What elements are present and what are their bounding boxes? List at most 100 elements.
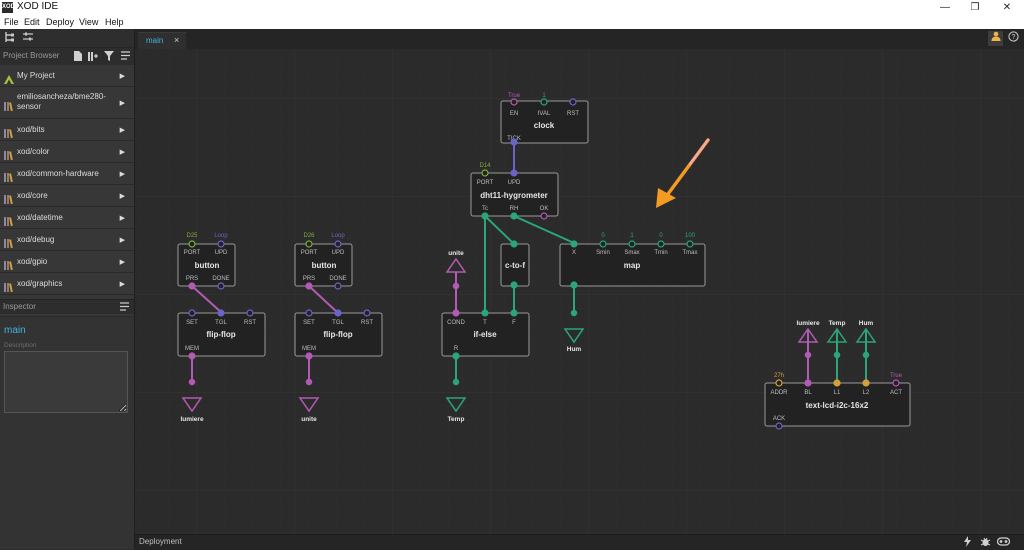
pin[interactable] [188, 309, 196, 317]
pin-value[interactable]: D25 [186, 233, 198, 239]
pin[interactable] [599, 240, 607, 248]
panel-menu-icon[interactable] [120, 51, 130, 61]
link-button2-to-flipflop2[interactable] [308, 285, 339, 314]
pin-value[interactable]: D26 [303, 233, 315, 239]
description-field[interactable] [4, 351, 128, 413]
menu-file[interactable]: File [4, 17, 19, 27]
pin-value[interactable]: True [890, 373, 903, 379]
pin[interactable] [862, 379, 870, 387]
pin[interactable] [510, 212, 518, 220]
chevron-right-icon[interactable]: ▶ [119, 72, 125, 80]
menu-deploy[interactable]: Deploy [46, 17, 75, 27]
pin[interactable] [833, 379, 841, 387]
filter-icon[interactable] [104, 51, 114, 61]
output-terminal-temp[interactable] [445, 397, 467, 413]
project-browser-item[interactable]: xod/color▶ [0, 141, 134, 163]
pin[interactable] [188, 352, 196, 360]
pin[interactable] [188, 240, 196, 248]
project-browser-item[interactable]: xod/graphics▶ [0, 273, 134, 295]
pin[interactable] [540, 212, 548, 220]
debug-bug-icon[interactable] [980, 536, 991, 549]
pin[interactable] [334, 309, 342, 317]
close-window-button[interactable]: ✕ [1002, 2, 1012, 13]
upload-bolt-icon[interactable] [963, 536, 972, 549]
pin[interactable] [481, 212, 489, 220]
pin[interactable] [188, 282, 196, 290]
project-browser-item[interactable]: xod/datetime▶ [0, 207, 134, 229]
terminal-pin[interactable] [862, 351, 870, 359]
output-terminal-unite[interactable] [298, 397, 320, 413]
inspector-menu-icon[interactable] [120, 302, 129, 313]
link-dht-rh-to-map-x[interactable] [513, 215, 575, 244]
output-terminal-hum[interactable] [563, 328, 585, 344]
terminal-pin[interactable] [305, 378, 313, 386]
node-button-1[interactable] [177, 243, 236, 287]
pin[interactable] [510, 309, 518, 317]
pin[interactable] [305, 282, 313, 290]
pin-value[interactable]: D14 [479, 163, 491, 169]
pin[interactable] [217, 309, 225, 317]
pin[interactable] [569, 98, 577, 106]
pin[interactable] [570, 240, 578, 248]
node-button-2[interactable] [294, 243, 353, 287]
terminal-pin[interactable] [188, 378, 196, 386]
link-button1-to-flipflop1[interactable] [191, 285, 223, 314]
pin[interactable] [481, 169, 489, 177]
terminal-pin[interactable] [570, 309, 578, 317]
pin-value[interactable]: Loop [331, 233, 345, 239]
pin[interactable] [510, 240, 518, 248]
terminal-pin[interactable] [452, 282, 460, 290]
terminal-pin[interactable] [804, 351, 812, 359]
link-dht-tc-to-ctof[interactable] [484, 215, 515, 245]
pin[interactable] [481, 309, 489, 317]
pin[interactable] [452, 352, 460, 360]
pin[interactable] [305, 240, 313, 248]
project-browser-item[interactable]: xod/gpio▶ [0, 251, 134, 273]
project-tree-icon[interactable] [3, 31, 17, 45]
input-terminal-unite[interactable] [445, 257, 467, 273]
user-account-icon[interactable] [988, 31, 1003, 46]
chevron-right-icon[interactable]: ▶ [119, 192, 125, 200]
pin[interactable] [804, 379, 812, 387]
pin[interactable] [775, 379, 783, 387]
project-browser-item[interactable]: emiliosancheza/bme280-sensor▶ [0, 87, 134, 119]
pin-value[interactable]: 1 [542, 93, 546, 99]
pin-value[interactable]: 1 [630, 233, 634, 239]
pin[interactable] [452, 309, 460, 317]
project-browser-item[interactable]: xod/bits▶ [0, 119, 134, 141]
menu-help[interactable]: Help [105, 17, 124, 27]
pin[interactable] [892, 379, 900, 387]
minimize-button[interactable]: — [940, 2, 950, 13]
chevron-right-icon[interactable]: ▶ [119, 236, 125, 244]
settings-sliders-icon[interactable] [21, 31, 35, 45]
pin[interactable] [305, 309, 313, 317]
add-library-icon[interactable] [88, 51, 98, 61]
pin[interactable] [657, 240, 665, 248]
terminal-pin[interactable] [833, 351, 841, 359]
menu-view[interactable]: View [79, 17, 99, 27]
pin[interactable] [334, 282, 342, 290]
chevron-right-icon[interactable]: ▶ [119, 148, 125, 156]
patch-canvas[interactable]: clock dht11-hygrometer button button fli… [135, 49, 1024, 534]
pin[interactable] [510, 169, 518, 177]
pin[interactable] [540, 98, 548, 106]
chevron-right-icon[interactable]: ▶ [119, 214, 125, 222]
project-browser-item[interactable]: xod/common-hardware▶ [0, 163, 134, 185]
tab-close-icon[interactable]: × [174, 35, 180, 45]
pin[interactable] [363, 309, 371, 317]
pin-value[interactable]: 0 [601, 233, 605, 239]
pin-value[interactable]: 0 [659, 233, 663, 239]
deployment-bar[interactable]: Deployment [135, 534, 1024, 550]
pin-value[interactable]: 27h [774, 373, 784, 379]
terminal-pin[interactable] [452, 378, 460, 386]
project-browser-item[interactable]: xod/debug▶ [0, 229, 134, 251]
input-terminal-temp[interactable] [826, 327, 848, 343]
pin[interactable] [305, 352, 313, 360]
pin[interactable] [628, 240, 636, 248]
pin[interactable] [217, 282, 225, 290]
pin[interactable] [510, 98, 518, 106]
menu-edit[interactable]: Edit [24, 17, 40, 27]
input-terminal-lumiere[interactable] [797, 327, 819, 343]
maximize-button[interactable]: ❐ [970, 2, 980, 13]
pin[interactable] [775, 422, 783, 430]
